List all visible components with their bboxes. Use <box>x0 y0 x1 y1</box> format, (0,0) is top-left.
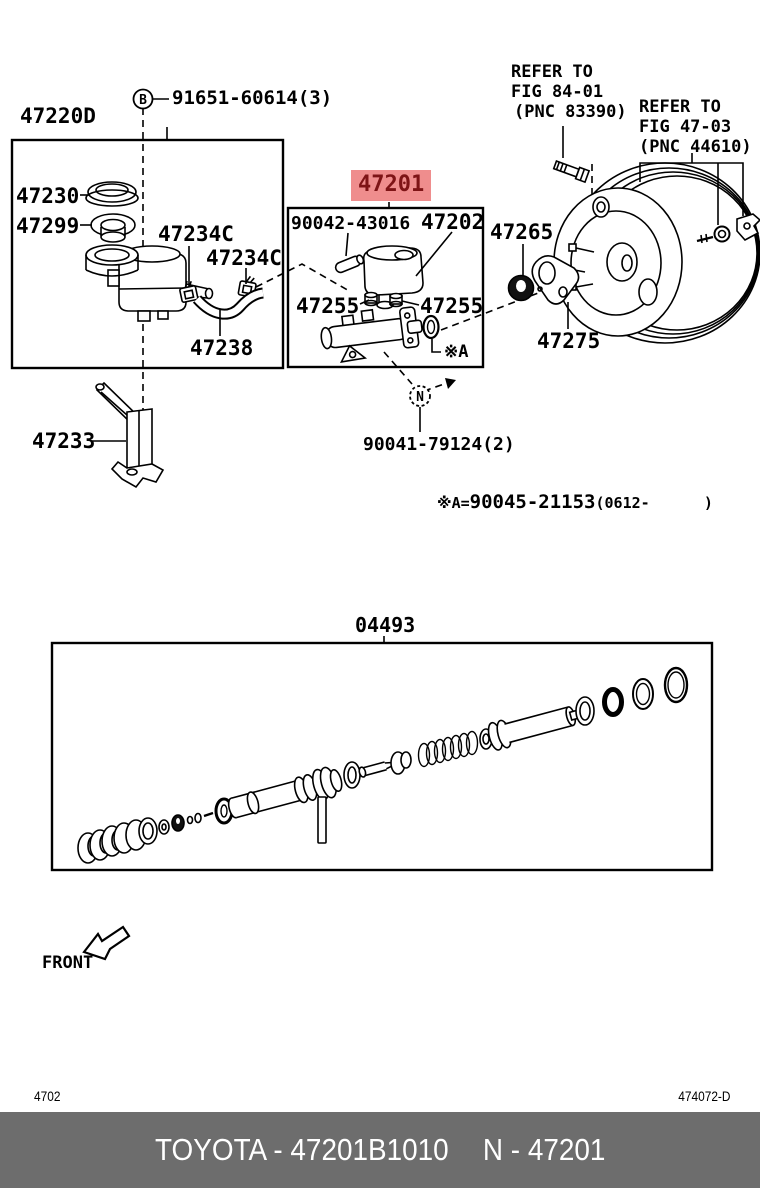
note-prefix: ※A= <box>437 494 470 512</box>
part-label-91651[interactable]: 91651-60614(3) <box>172 87 333 109</box>
part-label-47265[interactable]: 47265 <box>490 220 554 244</box>
part-label-47234c-1[interactable]: 47234C <box>158 222 234 246</box>
footer-pnc: N - 47201 <box>482 1132 606 1167</box>
repair-kit-drawing <box>77 666 689 864</box>
svg-text:B: B <box>139 93 147 108</box>
part-label-90041[interactable]: 90041-79124(2) <box>363 434 515 455</box>
reservoir-assembly-drawing <box>85 181 264 322</box>
master-cylinder-box <box>286 206 485 369</box>
part-label-47275[interactable]: 47275 <box>537 329 601 353</box>
refer-47-line1: REFER TO <box>639 97 721 117</box>
part-label-47238[interactable]: 47238 <box>190 336 254 360</box>
part-label-47201-highlighted[interactable]: 47201 <box>351 170 432 201</box>
reservoir-bracket-drawing <box>95 381 165 489</box>
oring-marker-label: ※A <box>444 342 469 362</box>
svg-text:N: N <box>416 390 424 405</box>
n-marker-icon: N <box>409 385 431 407</box>
arrowhead <box>445 378 456 389</box>
note-date-range: (0612- ) <box>595 494 713 512</box>
part-label-47220d[interactable]: 47220D <box>20 104 96 128</box>
part-label-90042[interactable]: 90042-43016 <box>291 213 411 234</box>
refer-84-line3: (PNC 83390) <box>514 102 627 122</box>
refer-84-line2: FIG 84-01 <box>511 82 604 102</box>
part-label-47255-left[interactable]: 47255 <box>296 294 360 318</box>
booster-gasket-drawing <box>531 255 580 305</box>
substitution-note[interactable]: ※A=90045-21153(0612- ) <box>437 491 713 513</box>
part-label-47299[interactable]: 47299 <box>16 214 80 238</box>
page-code-left: 4702 <box>34 1088 61 1104</box>
refer-47-line2: FIG 47-03 <box>639 117 732 137</box>
part-label-04493[interactable]: 04493 <box>355 613 416 637</box>
part-label-47233[interactable]: 47233 <box>32 429 96 453</box>
refer-fig-47-note[interactable]: REFER TO FIG 47-03 (PNC 44610) <box>639 97 752 157</box>
note-part-number: 90045-21153 <box>469 491 596 513</box>
master-cylinder-drawing <box>320 245 440 363</box>
refer-47-line3: (PNC 44610) <box>639 137 752 157</box>
page-code-right: 474072-D <box>677 1088 730 1104</box>
b-marker-icon: B <box>132 88 154 110</box>
part-label-47255-right[interactable]: 47255 <box>420 294 484 318</box>
part-label-47230[interactable]: 47230 <box>16 184 80 208</box>
booster-bolt-drawing <box>552 160 591 184</box>
part-label-47202[interactable]: 47202 <box>421 210 485 234</box>
footer-part-number: TOYOTA - 47201B1010 <box>154 1132 449 1167</box>
front-label: FRONT <box>42 953 94 973</box>
footer-bar: TOYOTA - 47201B1010 N - 47201 <box>0 1112 760 1188</box>
booster-seal-drawing <box>507 274 535 302</box>
brake-booster-drawing <box>553 162 760 344</box>
part-label-47234c-2[interactable]: 47234C <box>206 246 282 270</box>
refer-fig-84-note[interactable]: REFER TO FIG 84-01 (PNC 83390) <box>511 62 627 122</box>
leader-lines <box>80 98 744 643</box>
front-arrow-icon <box>82 925 131 961</box>
reservoir-box <box>10 138 285 370</box>
refer-84-line1: REFER TO <box>511 62 593 82</box>
repair-kit-box <box>50 641 714 872</box>
